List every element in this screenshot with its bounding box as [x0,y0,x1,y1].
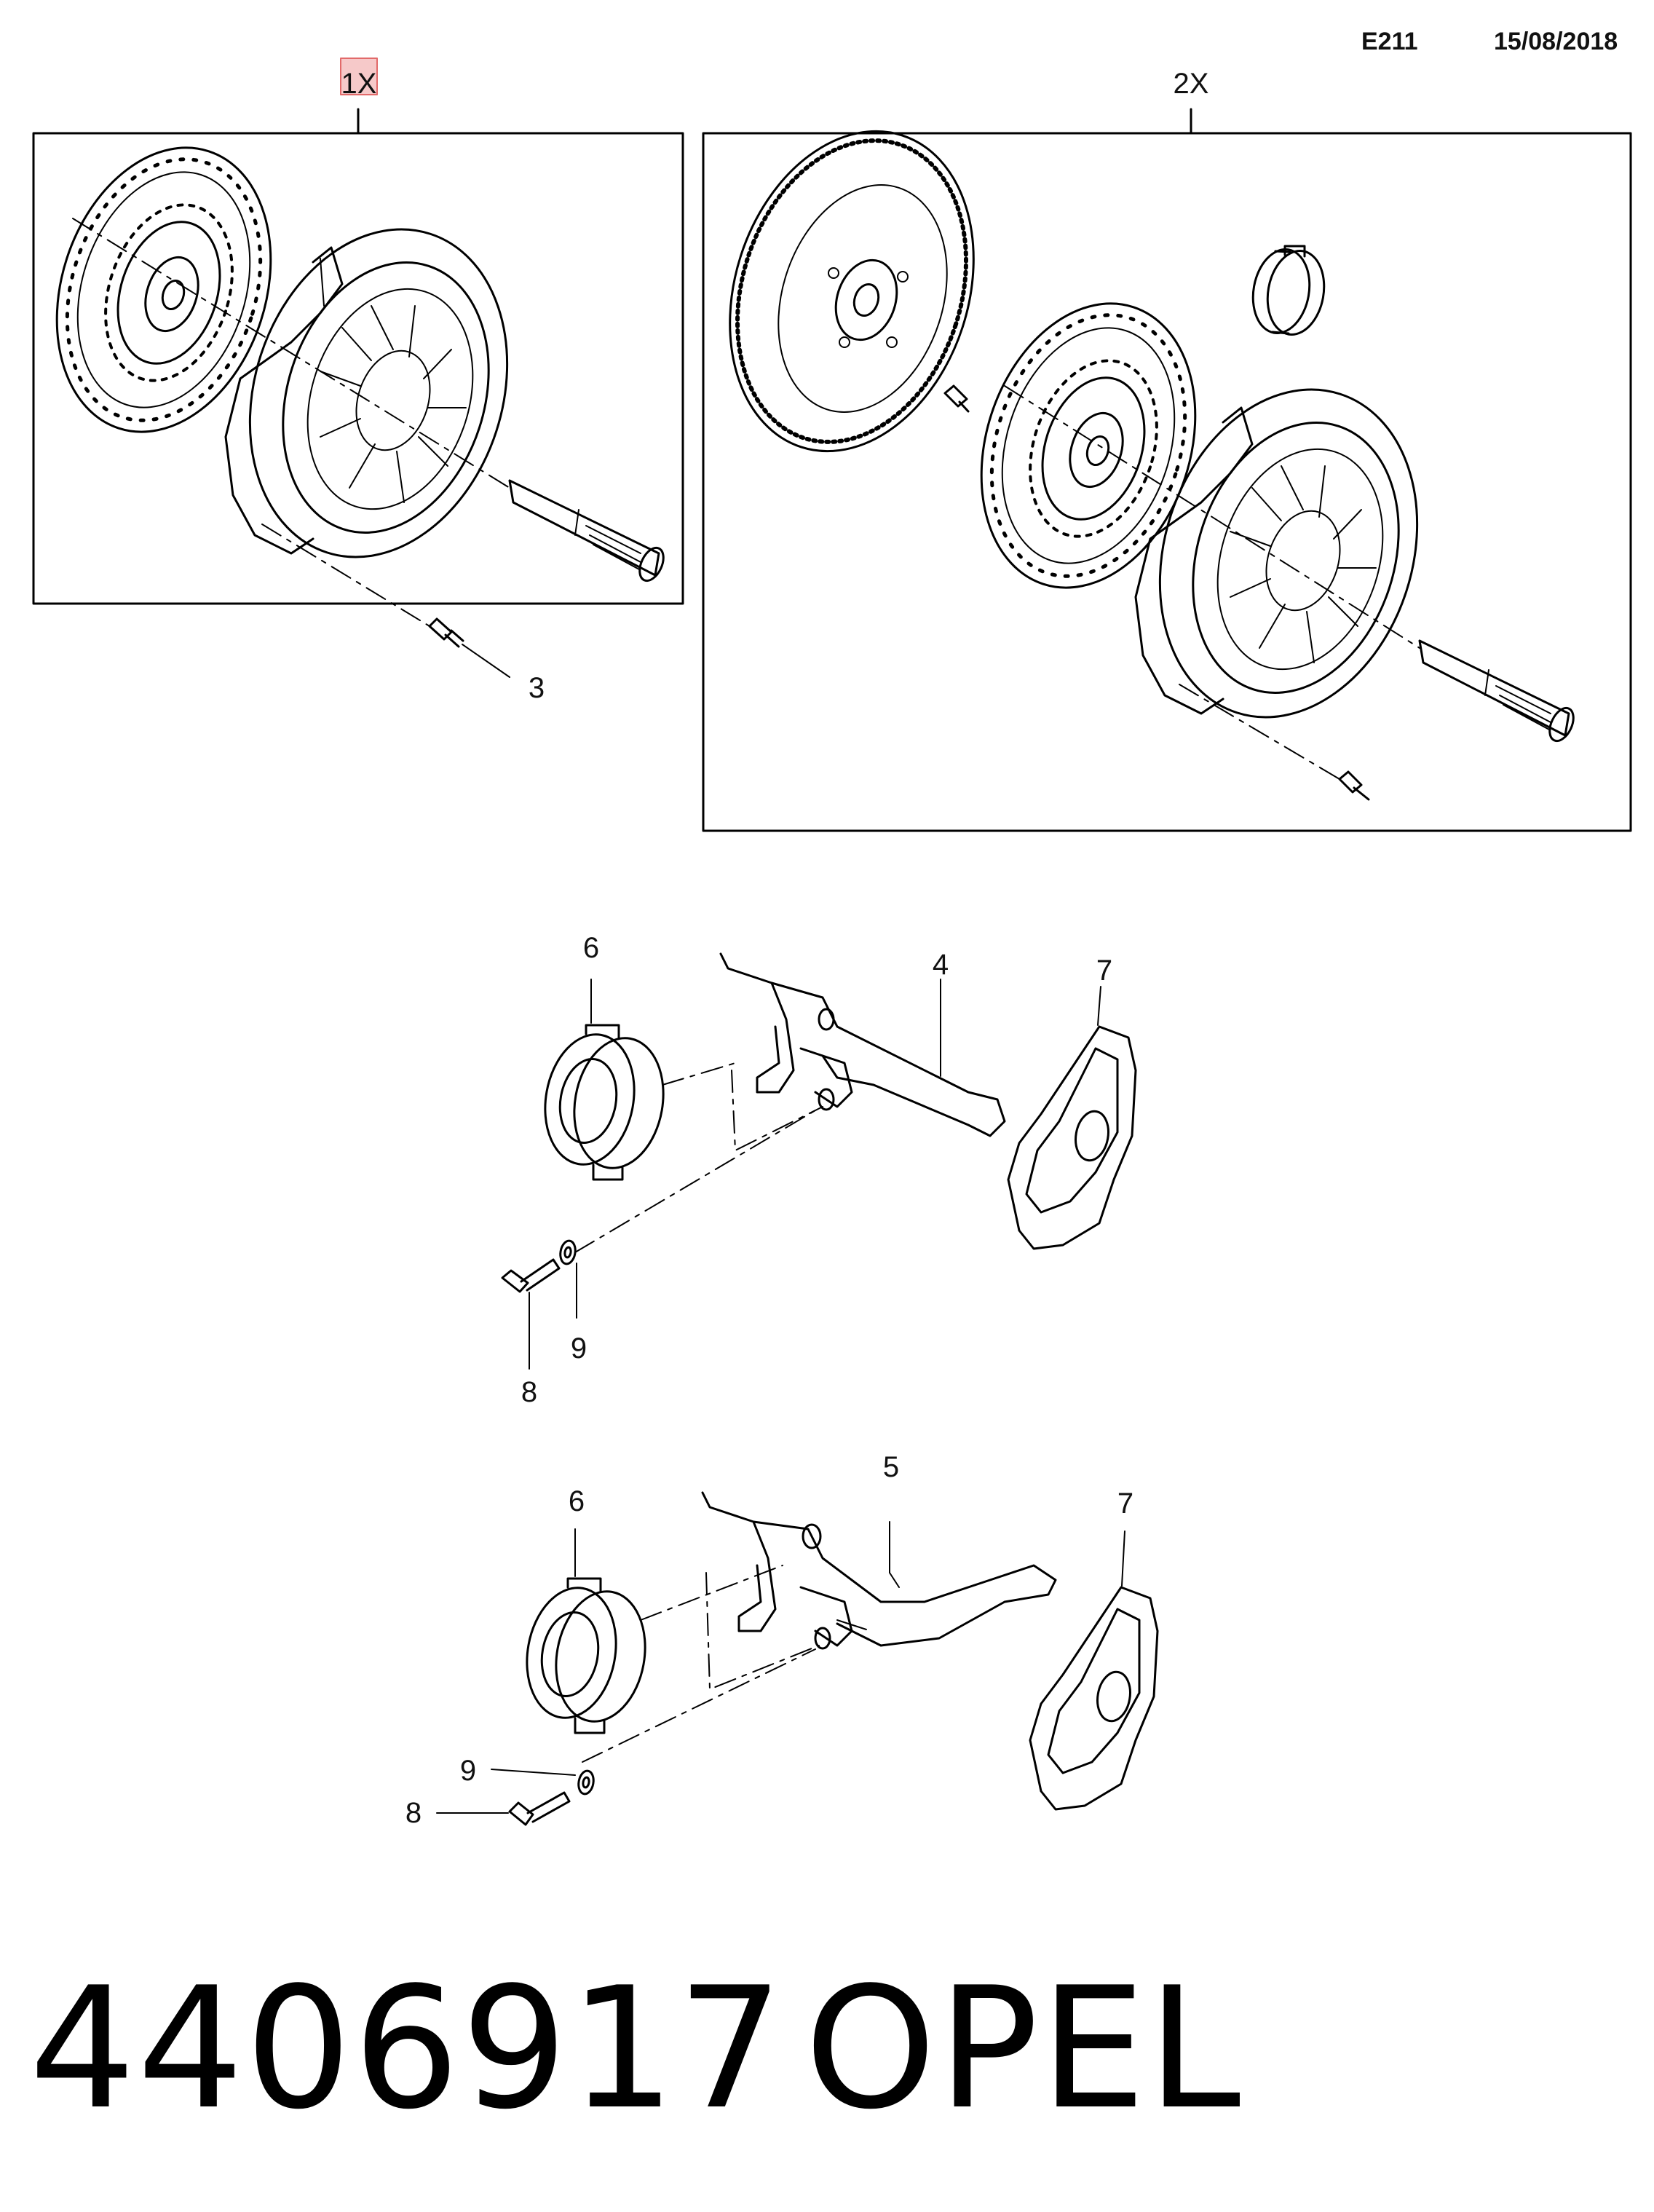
release-bearing-6b [526,1528,646,1734]
flywheel-bolt [943,384,970,413]
input-shaft-1x [72,218,665,582]
callout-8a: 8 [521,1376,537,1408]
callout-3: 3 [529,672,545,704]
callout-8b: 8 [405,1797,422,1829]
diagram-code: E211 [1361,28,1418,55]
input-shaft-2x [1004,385,1575,743]
callout-7a: 7 [1096,955,1112,987]
pressure-plate-bolt-2x [1179,684,1370,801]
boot-7b [1029,1530,1159,1811]
pressure-plate-2x [1134,388,1419,719]
flywheel [729,130,975,453]
clutch-disc-1x [55,146,272,433]
pressure-plate-1x [224,228,509,558]
group-2x-frame [702,132,1632,832]
bolt-3 [261,524,510,678]
callout-4: 4 [933,949,949,981]
clutch-disc-2x [980,302,1197,589]
diagram-date: 15/08/2018 [1494,28,1618,55]
brand-name: OPEL [804,1952,1243,2146]
bolt-8b-washer-9b [436,1769,595,1826]
group-2x-label: 2X [1174,68,1209,100]
group-1x-label-highlight[interactable] [340,58,378,95]
part-number: 4406917 [29,1952,786,2146]
callout-6b: 6 [569,1485,585,1517]
bolt-8a-washer-9a [501,1239,577,1370]
release-bearing-6a [544,979,665,1181]
callout-6a: 6 [583,932,599,964]
callout-9b: 9 [460,1755,476,1787]
release-bearing-2x [1251,245,1326,336]
callout-7b: 7 [1117,1488,1133,1520]
callout-9a: 9 [571,1332,587,1364]
group-1x-label: 1X [341,68,377,100]
release-fork-5 [582,1491,1057,1763]
boot-7a [1007,986,1137,1250]
release-fork-4 [574,952,1006,1253]
callout-5: 5 [883,1451,899,1483]
